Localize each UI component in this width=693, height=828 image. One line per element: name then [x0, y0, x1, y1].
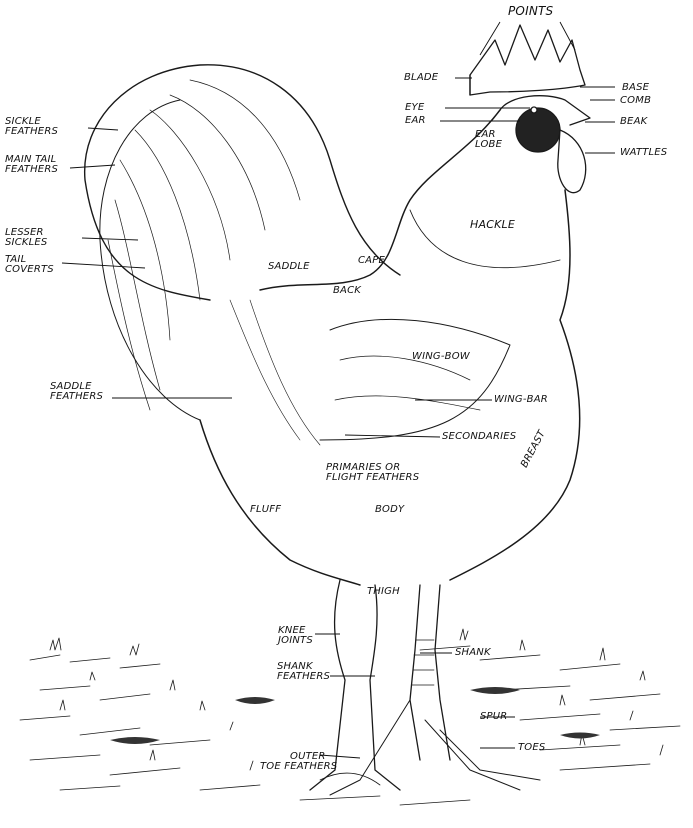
label-main-tail-feathers-line2: FEATHERS — [5, 165, 58, 175]
label-shank: SHANK — [455, 648, 491, 658]
label-saddle-feathers-line2: FEATHERS — [50, 392, 103, 402]
label-lesser-sickles-line2: SICKLES — [5, 238, 47, 248]
label-primaries: PRIMARIES or FLIGHT FEATHERS — [326, 463, 419, 483]
label-saddle-feathers: SADDLE FEATHERS — [50, 382, 103, 402]
label-wing-bow: WING-BOW — [412, 352, 470, 362]
tail-feathers-drawing — [85, 65, 400, 420]
label-eye: EYE — [405, 103, 424, 113]
label-body: BODY — [375, 505, 404, 515]
label-fluff: FLUFF — [250, 505, 281, 515]
label-tail-coverts: TAIL COVERTS — [5, 255, 54, 275]
label-shank-feathers: SHANK FEATHERS — [277, 662, 330, 682]
label-tail-coverts-line2: COVERTS — [5, 265, 54, 275]
label-ear: EAR — [405, 116, 426, 126]
label-toes: TOES — [518, 743, 545, 753]
label-cape: CAPE — [358, 256, 385, 266]
label-wing-bar: WING-BAR — [494, 395, 548, 405]
label-outer-toe-feathers: OUTER TOE FEATHERS — [260, 752, 337, 772]
label-shank-feathers-line2: FEATHERS — [277, 672, 330, 682]
label-blade: BLADE — [404, 73, 438, 83]
label-ear-lobe: EAR LOBE — [475, 130, 502, 150]
label-secondaries: SECONDARIES — [442, 432, 516, 442]
legs-drawing — [310, 580, 540, 795]
label-sickle-feathers-line2: FEATHERS — [5, 127, 58, 137]
label-knee-joints: KNEE JOINTS — [278, 626, 313, 646]
label-main-tail-feathers: MAIN TAIL FEATHERS — [5, 155, 58, 175]
label-sickle-feathers: SICKLE FEATHERS — [5, 117, 58, 137]
label-knee-joints-line2: JOINTS — [278, 636, 313, 646]
label-outer-toe-feathers-line2: TOE FEATHERS — [260, 762, 337, 772]
label-beak: BEAK — [620, 117, 647, 127]
head-drawing — [500, 96, 590, 193]
ground-grass — [20, 629, 680, 805]
label-lesser-sickles: LESSER SICKLES — [5, 228, 47, 248]
label-wattles: WATTLES — [620, 148, 667, 158]
label-thigh: THIGH — [367, 587, 400, 597]
label-hackle: HACKLE — [470, 220, 515, 230]
label-spur: SPUR — [480, 712, 507, 722]
label-base: BASE — [622, 83, 649, 93]
label-points: POINTS — [508, 6, 553, 16]
label-saddle: SADDLE — [268, 262, 310, 272]
label-back: BACK — [333, 286, 361, 296]
label-comb: COMB — [620, 96, 651, 106]
label-ear-lobe-line2: LOBE — [475, 140, 502, 150]
comb-drawing — [470, 25, 585, 95]
label-primaries-line2: FLIGHT FEATHERS — [326, 473, 419, 483]
